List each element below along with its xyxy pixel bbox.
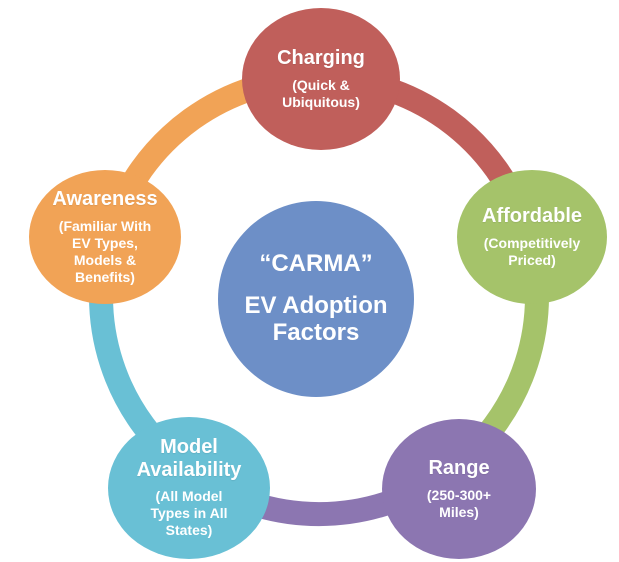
- charging-circle: [242, 8, 400, 150]
- range-circle: [382, 419, 536, 559]
- awareness-circle: [29, 170, 181, 304]
- model-availability-circle: [108, 417, 270, 559]
- affordable-circle: [457, 170, 607, 304]
- center-hub-circle: [218, 201, 414, 397]
